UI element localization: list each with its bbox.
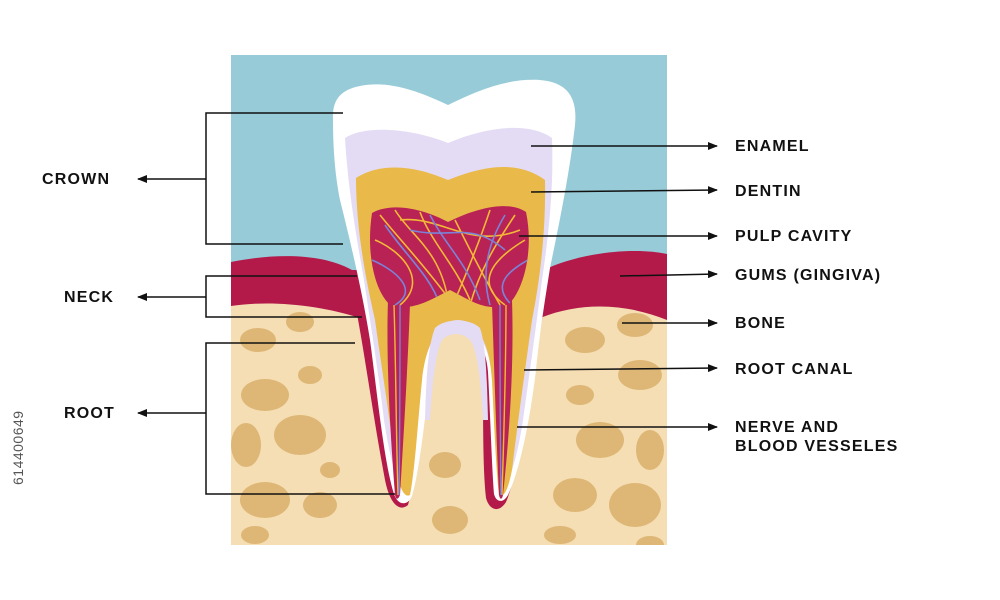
label-root-canal: ROOT CANAL	[735, 361, 854, 378]
root-nerves	[393, 304, 507, 496]
gum-right	[540, 250, 667, 320]
label-dentin: DENTIN	[735, 183, 802, 200]
root-canal-leader	[523, 364, 718, 373]
root-canal-right	[492, 300, 513, 499]
label-nerve-line1: NERVE AND	[735, 419, 840, 436]
gum-left	[231, 256, 360, 318]
left-brackets	[137, 112, 395, 495]
label-nerve-and-blood-vessels: NERVE AND BLOOD VESSELES	[735, 418, 899, 456]
stock-image-id: 614400649	[10, 410, 26, 485]
label-gums: GUMS (GINGIVA)	[735, 267, 882, 284]
nerves-and-vessels	[371, 209, 529, 306]
label-root: ROOT	[64, 405, 116, 422]
root-canal-left	[387, 300, 410, 499]
label-crown: CROWN	[42, 171, 111, 188]
label-neck: NECK	[64, 289, 115, 306]
dentin-leader	[530, 186, 718, 195]
label-pulp-cavity: PULP CAVITY	[735, 228, 853, 245]
label-enamel: ENAMEL	[735, 138, 810, 155]
gums-leader	[619, 270, 718, 279]
bone-spots	[231, 312, 664, 545]
root-bracket	[205, 342, 395, 495]
label-nerve-line2: BLOOD VESSELES	[735, 438, 899, 455]
right-leader-lines	[517, 142, 718, 431]
label-bone: BONE	[735, 315, 787, 332]
